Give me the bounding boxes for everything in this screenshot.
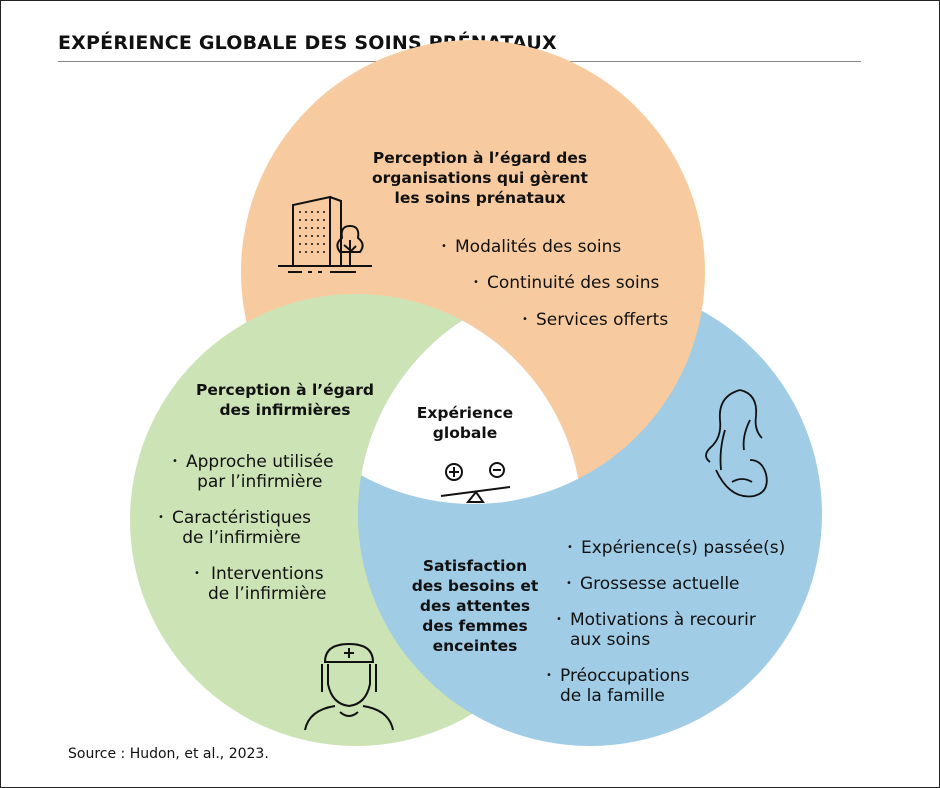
center-region [358, 294, 582, 504]
item-line: Interventions [210, 564, 324, 584]
item-line: Approche utilisée [186, 452, 334, 472]
heading-line: Perception à l’égard des [372, 149, 588, 167]
item-line: de la famille [560, 686, 665, 706]
list-item: Caractéristiques de l’infirmière [158, 508, 312, 548]
building-tree-icon [278, 195, 372, 273]
list-item: Motivations à recourir aux soins [556, 610, 756, 650]
list-item: Préoccupations de la famille [546, 666, 690, 706]
list-item: Modalités des soins [441, 237, 621, 257]
item-line: Préoccupations [560, 666, 690, 686]
heading-line: Perception à l’égard [196, 381, 374, 399]
heading-line: des femmes [422, 617, 528, 635]
item-line: aux soins [570, 630, 651, 650]
source-note: Source : Hudon, et al., 2023. [68, 746, 269, 762]
center-label: Expérience globale [395, 403, 535, 443]
heading-line: enceintes [432, 637, 518, 655]
item-line: par l’infirmière [197, 472, 323, 492]
heading-line: des infirmières [219, 401, 351, 419]
overlap-fem-org [358, 282, 705, 504]
heading-line: des attentes [419, 597, 531, 615]
infirmieres-heading: Perception à l’égard des infirmières [170, 380, 400, 420]
heading-line: organisations qui gèrent [372, 169, 588, 187]
organisations-heading: Perception à l’égard des organisations q… [340, 148, 620, 208]
pregnant-woman-icon [705, 389, 768, 498]
list-item: Grossesse actuelle [566, 574, 739, 594]
list-item: Expérience(s) passée(s) [567, 538, 785, 558]
balance-scale-icon [440, 462, 511, 503]
heading-line: Satisfaction [422, 557, 528, 575]
list-item: Interventions de l’infirmière [194, 564, 327, 604]
list-item: Approche utilisée par l’infirmière [172, 452, 334, 492]
item-line: Caractéristiques [172, 508, 312, 528]
item-line: de l’infirmière [208, 584, 327, 604]
heading-line: des besoins et [411, 577, 539, 595]
center-line: Expérience [416, 404, 514, 422]
list-item: Continuité des soins [473, 273, 659, 293]
heading-line: les soins prénataux [394, 189, 566, 207]
femmes-heading: Satisfaction des besoins et des attentes… [400, 556, 550, 656]
item-line: de l’infirmière [182, 528, 301, 548]
nurse-icon [304, 642, 394, 731]
center-line: globale [432, 424, 498, 442]
list-item: Services offerts [522, 310, 668, 330]
item-line: Motivations à recourir [570, 610, 756, 630]
